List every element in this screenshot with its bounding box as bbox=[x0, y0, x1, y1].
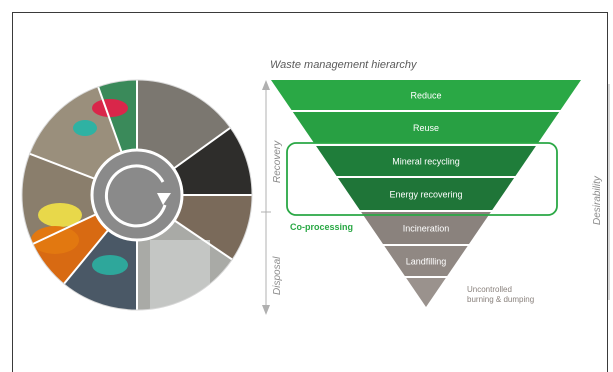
pyramid-level-label: Landfilling bbox=[406, 257, 447, 267]
coprocessing-bracket bbox=[286, 142, 558, 216]
pyramid-level-3 bbox=[316, 146, 536, 176]
pyramid-level-1 bbox=[271, 80, 581, 110]
photo-silo-body bbox=[150, 240, 210, 310]
pyramid-level-label: Reduce bbox=[410, 91, 441, 101]
pyramid-level-label: Incineration bbox=[403, 224, 450, 234]
axis-up-arrow bbox=[262, 80, 270, 90]
photo-accent-yellow bbox=[38, 203, 82, 227]
axis-down-arrow bbox=[262, 305, 270, 315]
desirability-label: Desirability bbox=[592, 175, 603, 225]
pyramid-level-label: Reuse bbox=[413, 123, 439, 133]
disposal-label: Disposal bbox=[272, 256, 283, 295]
collage-outline bbox=[21, 79, 253, 311]
pyramid-level-7 bbox=[406, 278, 446, 307]
photo-accent-teal2 bbox=[92, 255, 128, 275]
pyramid-level-label: Mineral recycling bbox=[392, 157, 460, 167]
coprocessing-label: Co-processing bbox=[290, 222, 353, 232]
photo-accent-orange bbox=[31, 226, 79, 254]
hierarchy-title: Waste management hierarchy bbox=[270, 59, 418, 71]
uncontrolled-label-line2: burning & dumping bbox=[467, 295, 534, 304]
recovery-label: Recovery bbox=[272, 140, 283, 183]
pyramid-level-4 bbox=[337, 178, 515, 210]
pyramid-level-label: Energy recovering bbox=[389, 190, 462, 200]
photo-accent-teal bbox=[73, 120, 97, 136]
pyramid-level-6 bbox=[384, 246, 468, 276]
left-axis bbox=[261, 80, 271, 315]
pyramid-level-5 bbox=[361, 212, 491, 244]
recycle-loop-icon bbox=[104, 164, 171, 228]
pyramid-level-2 bbox=[292, 112, 560, 143]
uncontrolled-label-line1: Uncontrolled bbox=[467, 285, 512, 294]
photo-accent-red bbox=[92, 99, 128, 117]
